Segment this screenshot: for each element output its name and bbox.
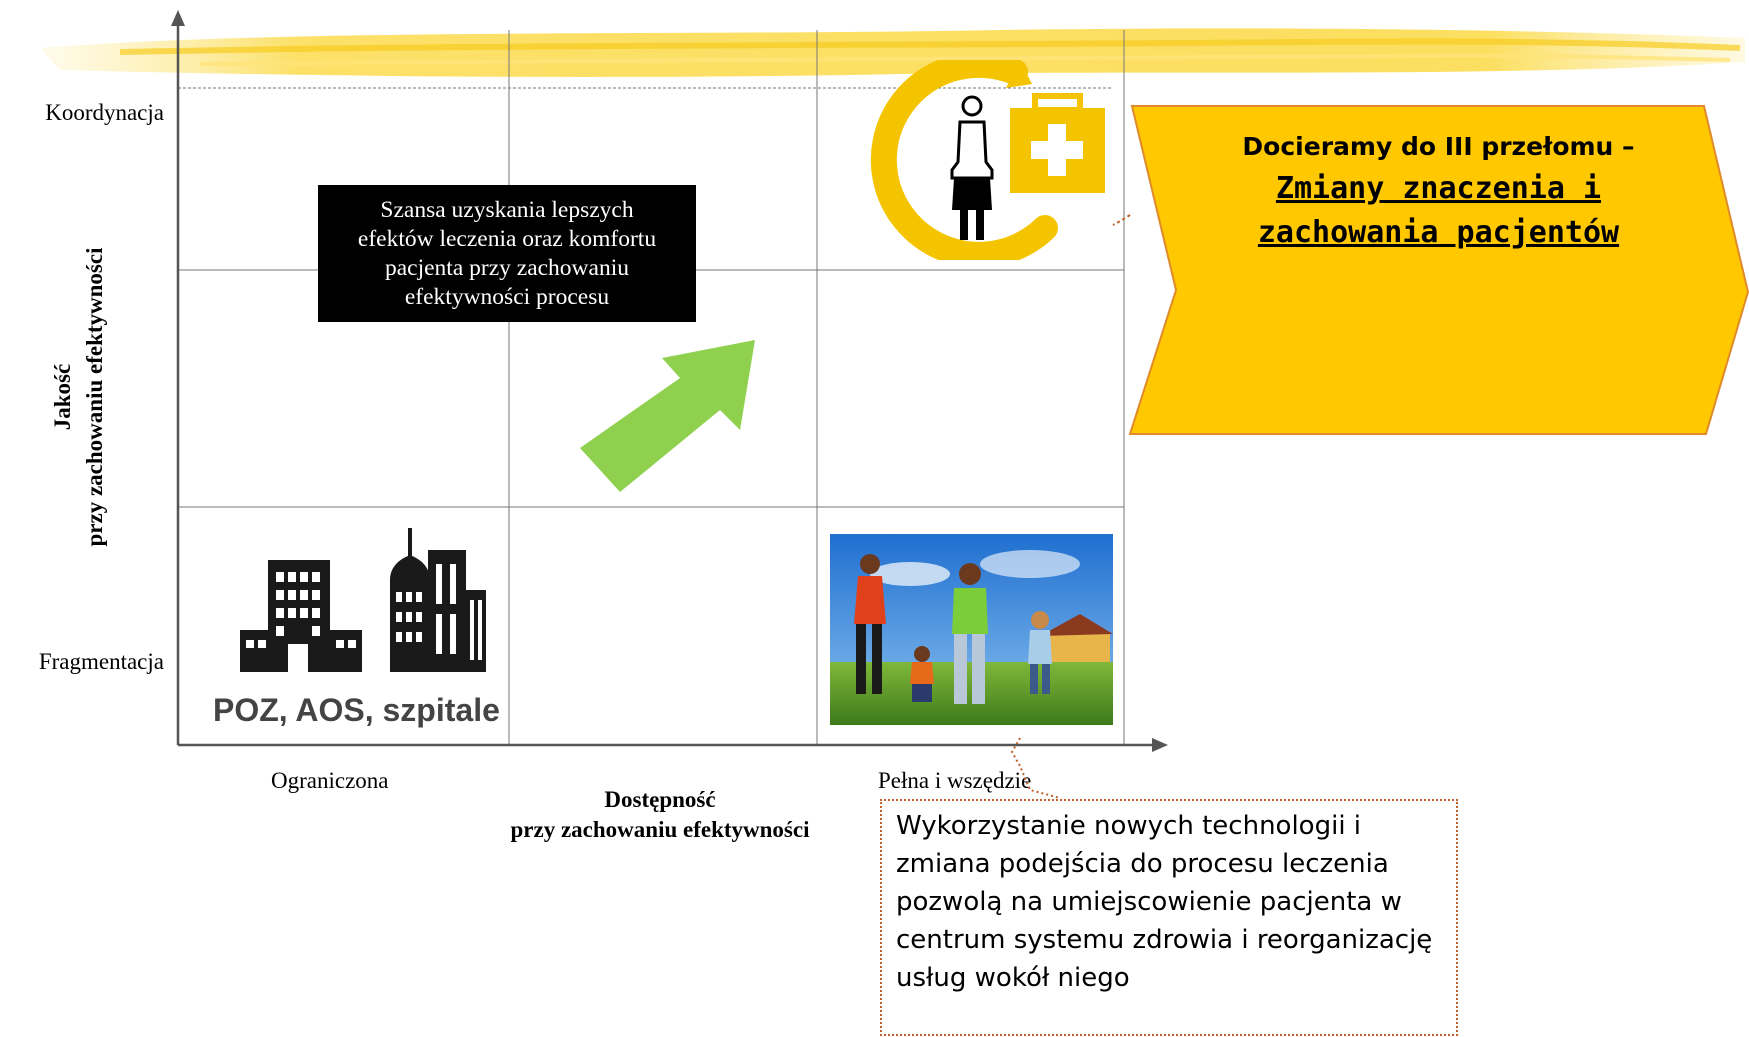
x-axis-title-line2: przy zachowaniu efektywności [510, 817, 810, 842]
y-label-top: Koordynacja [45, 100, 164, 125]
callout-title: Docieramy do III przełomu – [1242, 132, 1635, 161]
opportunity-textbox: Szansa uzyskania lepszych efektów leczen… [318, 185, 696, 322]
callout-subtitle: Zmiany znaczenia i zachowania pacjentów [1257, 171, 1620, 250]
note-textbox: Wykorzystanie nowych technologii i zmian… [880, 799, 1458, 1036]
family-photo [830, 534, 1113, 725]
growth-arrow-icon [580, 340, 755, 492]
y-label-bottom: Fragmentacja [38, 649, 164, 674]
patient-logo-icon [870, 60, 1105, 260]
x-axis-title-line1: Dostępność [604, 787, 716, 812]
opportunity-line2: efektów leczenia oraz komfortu [357, 225, 657, 252]
opportunity-line3: pacjenta przy zachowaniu [384, 254, 629, 281]
callout-shape [1128, 105, 1749, 435]
buildings-caption: POZ, AOS, szpitale [213, 692, 500, 728]
buildings-icon [240, 528, 486, 672]
opportunity-line4: efektywności procesu [404, 283, 610, 310]
x-label-left: Ograniczona [271, 768, 389, 793]
opportunity-line1: Szansa uzyskania lepszych [380, 196, 634, 223]
x-label-right: Pełna i wszędzie [878, 768, 1032, 793]
breakthrough-callout: Docieramy do III przełomu – Zmiany znacz… [1128, 104, 1749, 436]
x-axis-title: Dostępność przy zachowaniu efektywności [470, 785, 850, 845]
